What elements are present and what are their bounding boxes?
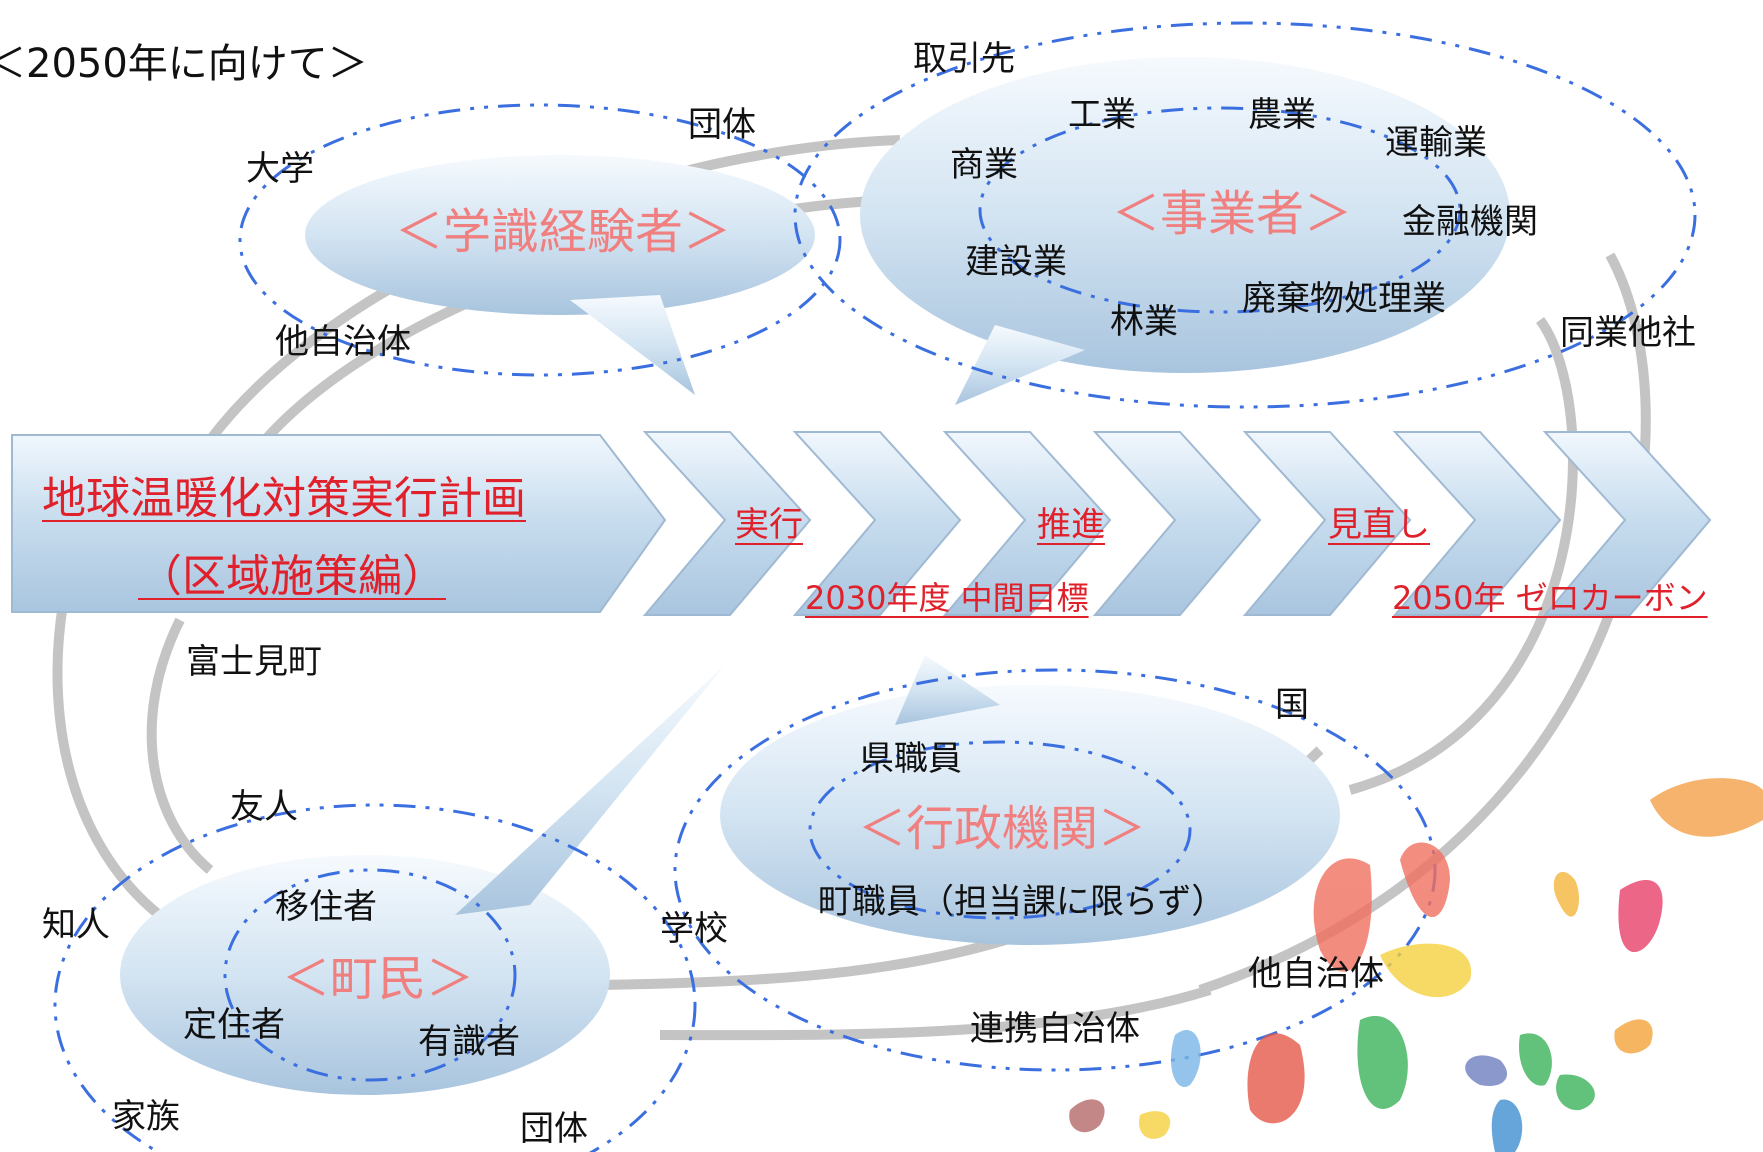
chevron-4: [1092, 431, 1262, 616]
business-inner-commerce: 商業: [950, 145, 1018, 185]
residents-inner-settled: 定住者: [183, 1005, 285, 1045]
bubble-academic: [305, 155, 815, 395]
sakura-petals-decoration: [1069, 778, 1763, 1152]
business-inner-waste-treatment: 廃棄物処理業: [1242, 279, 1446, 319]
chevron-7: [1542, 431, 1712, 616]
step-execute: 実行: [735, 505, 803, 545]
admin-title: ＜行政機関＞: [858, 801, 1147, 857]
admin-inner-town-staff: 町職員（担当課に限らず）: [818, 882, 1226, 922]
goal-2030: 2030年度 中間目標: [805, 579, 1089, 617]
admin-outer-other-municipality: 他自治体: [1248, 954, 1384, 994]
business-inner-transport: 運輸業: [1385, 123, 1487, 163]
admin-outer-national: 国: [1275, 685, 1309, 725]
plan-title-line2: （区域施策編）: [138, 551, 446, 602]
academic-title: ＜学識経験者＞: [395, 204, 732, 260]
chevron-row: [642, 431, 1712, 616]
chevron-5: [1242, 431, 1412, 616]
business-title: ＜事業者＞: [1112, 186, 1353, 242]
admin-inner-prefecture-staff: 県職員: [860, 739, 962, 779]
admin-outer-partner-municipality: 連携自治体: [970, 1009, 1140, 1049]
business-inner-construction: 建設業: [965, 242, 1067, 282]
plan-title-line1: 地球温暖化対策実行計画: [42, 473, 526, 524]
chevron-2: [792, 431, 962, 616]
label-town: 富士見町: [186, 642, 322, 682]
business-inner-finance: 金融機関: [1402, 202, 1538, 242]
bubble-admin: [720, 655, 1340, 945]
chevron-3: [942, 431, 1112, 616]
business-inner-agriculture: 農業: [1248, 95, 1316, 135]
chevron-1: [642, 431, 812, 616]
residents-inner-experts: 有識者: [418, 1022, 520, 1062]
residents-outer-acquaintances: 知人: [42, 905, 110, 945]
business-outer-competitors: 同業他社: [1560, 313, 1696, 353]
residents-title: ＜町民＞: [282, 951, 475, 1007]
residents-outer-friends: 友人: [230, 787, 298, 827]
academic-outer-other-municipality: 他自治体: [275, 322, 411, 362]
academic-outer-university: 大学: [246, 149, 314, 189]
chevron-6: [1392, 431, 1562, 616]
page-heading: ＜2050年に向けて＞: [0, 41, 368, 87]
admin-outer-schools: 学校: [660, 909, 728, 949]
residents-outer-family: 家族: [112, 1097, 180, 1137]
step-review: 見直し: [1328, 505, 1430, 545]
business-inner-industry: 工業: [1068, 95, 1136, 135]
academic-outer-organization: 団体: [688, 105, 756, 145]
plan-arrow: [11, 434, 667, 613]
business-outer-clients: 取引先: [913, 39, 1015, 79]
business-inner-forestry: 林業: [1110, 302, 1178, 342]
step-promote: 推進: [1037, 505, 1105, 545]
residents-inner-migrants: 移住者: [275, 887, 377, 927]
residents-outer-organization: 団体: [520, 1109, 588, 1149]
bubble-business: [860, 57, 1510, 405]
goal-2050: 2050年 ゼロカーボン: [1392, 579, 1708, 617]
